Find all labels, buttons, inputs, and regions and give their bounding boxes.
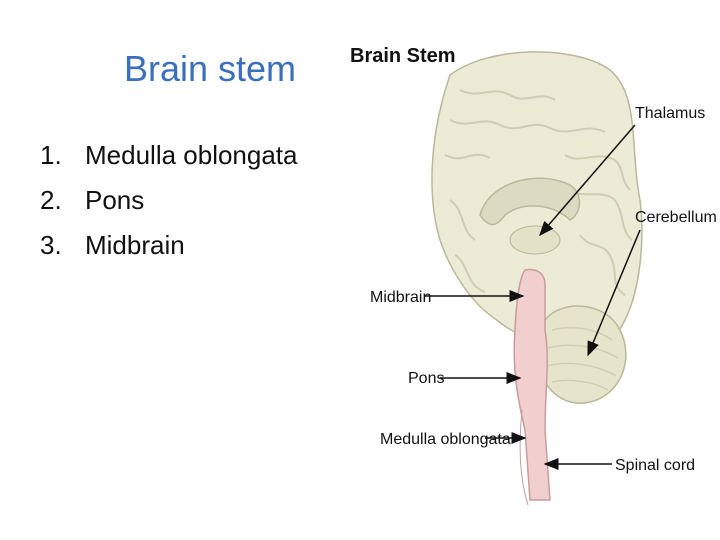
list-number: 2. — [40, 185, 62, 215]
cerebellum-folds — [546, 326, 619, 391]
brainstem-shape — [513, 268, 551, 501]
label-spinal-cord: Spinal cord — [615, 457, 695, 474]
list-text: Midbrain — [85, 230, 185, 260]
spinal-cord-edge — [519, 409, 529, 506]
list-item: 1. Medulla oblongata — [40, 133, 298, 178]
label-midbrain: Midbrain — [370, 289, 431, 306]
cerebellum-shape — [539, 305, 627, 404]
corpus-callosum — [479, 177, 581, 226]
list-text: Medulla oblongata — [85, 140, 298, 170]
brain-illustration: Brain Stem Thalamus — [350, 45, 717, 506]
brainstem-parts-list: 1. Medulla oblongata 2. Pons 3. Midbrain — [40, 133, 298, 268]
brain-diagram: Brain Stem Thalamus — [340, 30, 720, 510]
list-number: 1. — [40, 140, 62, 170]
label-pons: Pons — [408, 370, 444, 387]
slide-title: Brain stem — [123, 48, 297, 89]
list-number: 3. — [40, 230, 62, 260]
label-medulla: Medulla oblongata — [380, 431, 511, 448]
arrow-thalamus — [539, 124, 636, 237]
label-cerebellum: Cerebellum — [635, 209, 717, 226]
label-thalamus: Thalamus — [635, 105, 705, 122]
list-text: Pons — [85, 185, 145, 215]
figure-title: Brain Stem — [350, 45, 456, 67]
thalamus-shape — [509, 225, 561, 255]
list-item: 3. Midbrain — [40, 223, 298, 268]
list-item: 2. Pons — [40, 178, 298, 223]
arrow-cerebellum — [587, 229, 641, 357]
